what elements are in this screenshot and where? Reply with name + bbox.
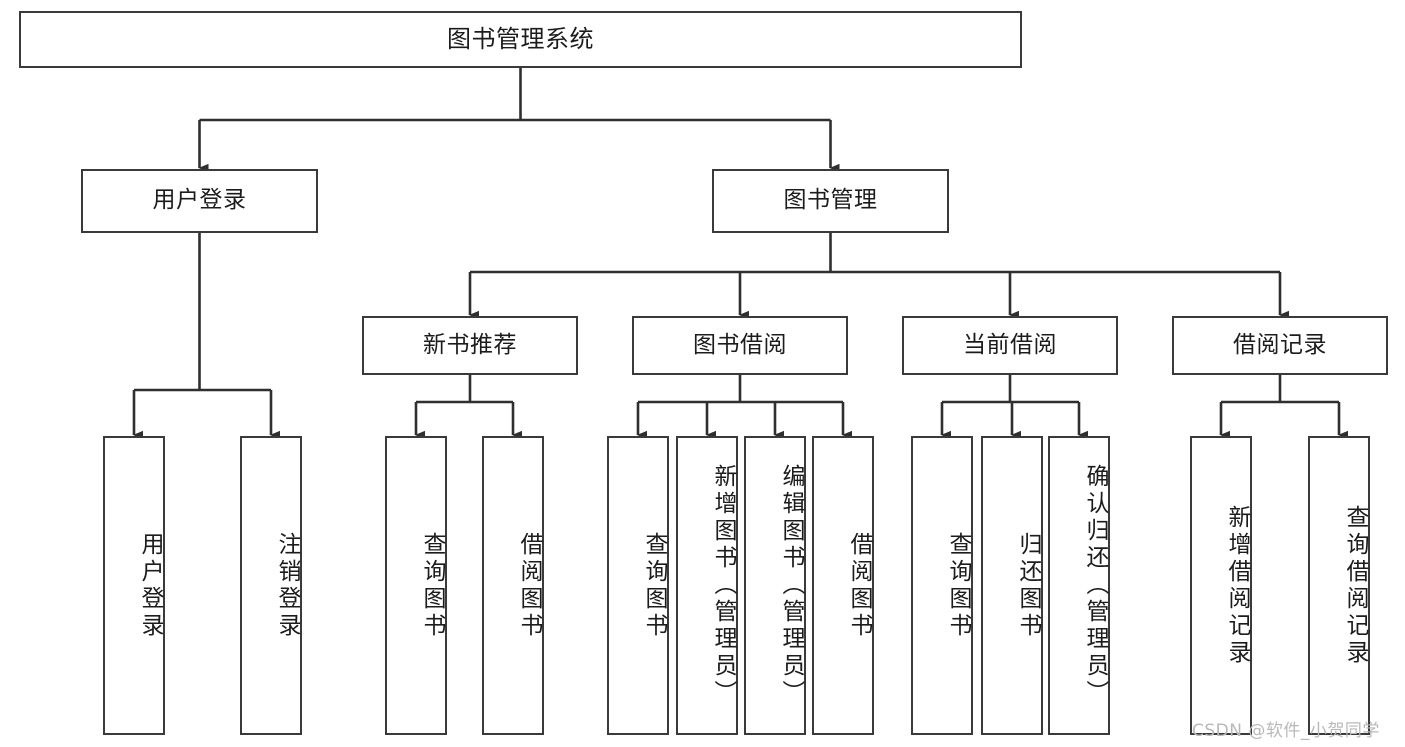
node-leaf-query-book-3-label: 查询图书 bbox=[945, 531, 971, 640]
node-leaf-query-book-3[interactable]: 查询图书 bbox=[911, 436, 973, 735]
node-new-book-recommend[interactable]: 新书推荐 bbox=[362, 316, 578, 375]
node-book-borrow[interactable]: 图书借阅 bbox=[632, 316, 848, 375]
csdn-watermark: CSDN @软件_小贺同学 bbox=[1192, 721, 1380, 741]
node-leaf-confirm-return[interactable]: 确认归还（管理员） bbox=[1048, 436, 1110, 735]
node-leaf-query-book-2-label: 查询图书 bbox=[641, 531, 667, 640]
node-book-borrow-label: 图书借阅 bbox=[693, 331, 787, 358]
node-leaf-confirm-return-label: 确认归还（管理员） bbox=[1082, 464, 1108, 707]
node-leaf-borrow-book-2-label: 借阅图书 bbox=[846, 531, 872, 640]
node-leaf-user-login-label: 用户登录 bbox=[137, 531, 163, 640]
node-leaf-query-book-1[interactable]: 查询图书 bbox=[385, 436, 447, 735]
node-leaf-logout-login[interactable]: 注销登录 bbox=[240, 436, 302, 735]
node-leaf-add-book[interactable]: 新增图书（管理员） bbox=[676, 436, 738, 735]
node-book-management[interactable]: 图书管理 bbox=[712, 169, 949, 233]
node-leaf-query-book-1-label: 查询图书 bbox=[419, 531, 445, 640]
node-book-management-label: 图书管理 bbox=[783, 187, 878, 214]
node-root[interactable]: 图书管理系统 bbox=[19, 11, 1022, 68]
node-leaf-add-borrow-record-label: 新增借阅记录 bbox=[1224, 504, 1250, 667]
node-current-borrow[interactable]: 当前借阅 bbox=[902, 316, 1118, 375]
node-leaf-user-login[interactable]: 用户登录 bbox=[103, 436, 165, 735]
node-leaf-return-book[interactable]: 归还图书 bbox=[981, 436, 1043, 735]
node-leaf-borrow-book-1-label: 借阅图书 bbox=[516, 531, 542, 640]
node-new-book-recommend-label: 新书推荐 bbox=[423, 331, 517, 358]
node-leaf-edit-book[interactable]: 编辑图书（管理员） bbox=[744, 436, 806, 735]
node-leaf-add-book-label: 新增图书（管理员） bbox=[710, 464, 736, 707]
node-leaf-return-book-label: 归还图书 bbox=[1015, 531, 1041, 640]
node-leaf-query-book-2[interactable]: 查询图书 bbox=[607, 436, 669, 735]
node-user-login-label: 用户登录 bbox=[152, 187, 247, 214]
node-borrow-record-label: 借阅记录 bbox=[1233, 331, 1327, 358]
node-leaf-query-borrow-record-label: 查询借阅记录 bbox=[1342, 504, 1368, 667]
node-leaf-logout-login-label: 注销登录 bbox=[274, 531, 300, 640]
node-leaf-borrow-book-1[interactable]: 借阅图书 bbox=[482, 436, 544, 735]
node-leaf-add-borrow-record[interactable]: 新增借阅记录 bbox=[1190, 436, 1252, 735]
node-borrow-record[interactable]: 借阅记录 bbox=[1172, 316, 1388, 375]
node-leaf-edit-book-label: 编辑图书（管理员） bbox=[778, 464, 804, 707]
node-leaf-query-borrow-record[interactable]: 查询借阅记录 bbox=[1308, 436, 1370, 735]
node-current-borrow-label: 当前借阅 bbox=[963, 331, 1057, 358]
node-root-label: 图书管理系统 bbox=[447, 25, 594, 54]
node-user-login[interactable]: 用户登录 bbox=[81, 169, 318, 233]
node-leaf-borrow-book-2[interactable]: 借阅图书 bbox=[812, 436, 874, 735]
